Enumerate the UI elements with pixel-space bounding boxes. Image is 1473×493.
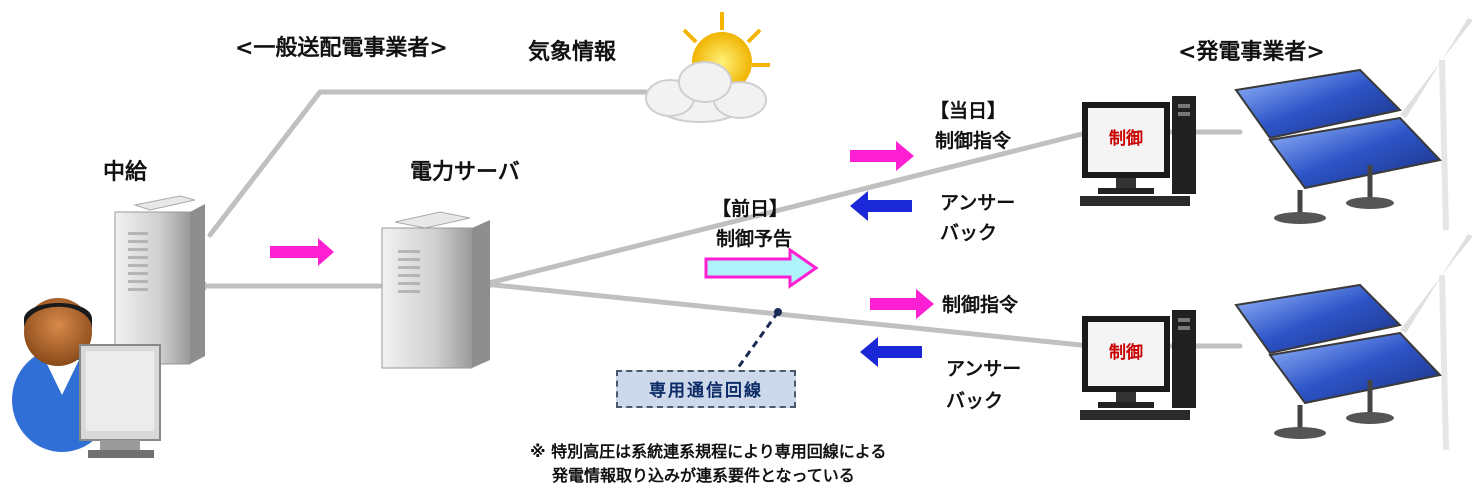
generator-pc-1 [1080, 96, 1196, 206]
command-arrow-2 [870, 289, 934, 319]
generator-pc-2 [1080, 310, 1196, 420]
dedicated-line-badge: 専用通信回線 [616, 370, 796, 408]
footnote: ※ 特別高圧は系統連系規程により専用回線による 発電情報取り込みが連系要件となっ… [530, 440, 886, 488]
operator-icon [12, 298, 161, 458]
command-2-label: 制御指令 [942, 294, 1019, 316]
relay-to-server-arrow [270, 238, 334, 266]
pc1-screen-text: 制御 [1109, 129, 1143, 149]
solar-wind-plant-2 [1234, 234, 1473, 451]
weather-info-label: 気象情報 [528, 40, 617, 65]
prev-day-preview-arrow [704, 247, 819, 289]
prev-day-title: 【前日】 [712, 198, 789, 220]
generator-label: <発電事業者> [1178, 40, 1325, 65]
prev-day-command-label: 制御予告 [716, 228, 793, 250]
power-server-label: 電力サーバ [410, 160, 520, 185]
server-gen2-line [482, 281, 1093, 349]
weather-line [207, 89, 653, 238]
day-of-title: 【当日】 [930, 100, 1007, 122]
weather-icon [645, 12, 770, 123]
answer-back-1-line1: アンサー [940, 192, 1016, 214]
answer-back-1-line2: バック [940, 222, 998, 244]
pc2-screen-text: 制御 [1109, 343, 1143, 363]
relay-label: 中給 [103, 160, 148, 185]
day-of-command-label: 制御指令 [935, 130, 1012, 152]
power-server-icon [381, 211, 490, 369]
footnote-line-1: ※ 特別高圧は系統連系規程により専用回線による [530, 442, 887, 461]
answer-back-2-line2: バック [946, 390, 1004, 412]
answer-back-arrow-1 [850, 191, 912, 221]
solar-wind-plant-1 [1234, 18, 1473, 231]
tso-label: <一般送配電事業者> [235, 36, 448, 61]
dedicated-line-pointer [733, 311, 780, 373]
server-gen1-line [482, 129, 1093, 287]
day-of-command-arrow [850, 141, 914, 171]
answer-back-arrow-2 [860, 337, 922, 367]
footnote-line-2: 発電情報取り込みが連系要件となっている [552, 466, 855, 485]
answer-back-2-line1: アンサー [946, 358, 1022, 380]
relay-server-icon [114, 195, 205, 365]
